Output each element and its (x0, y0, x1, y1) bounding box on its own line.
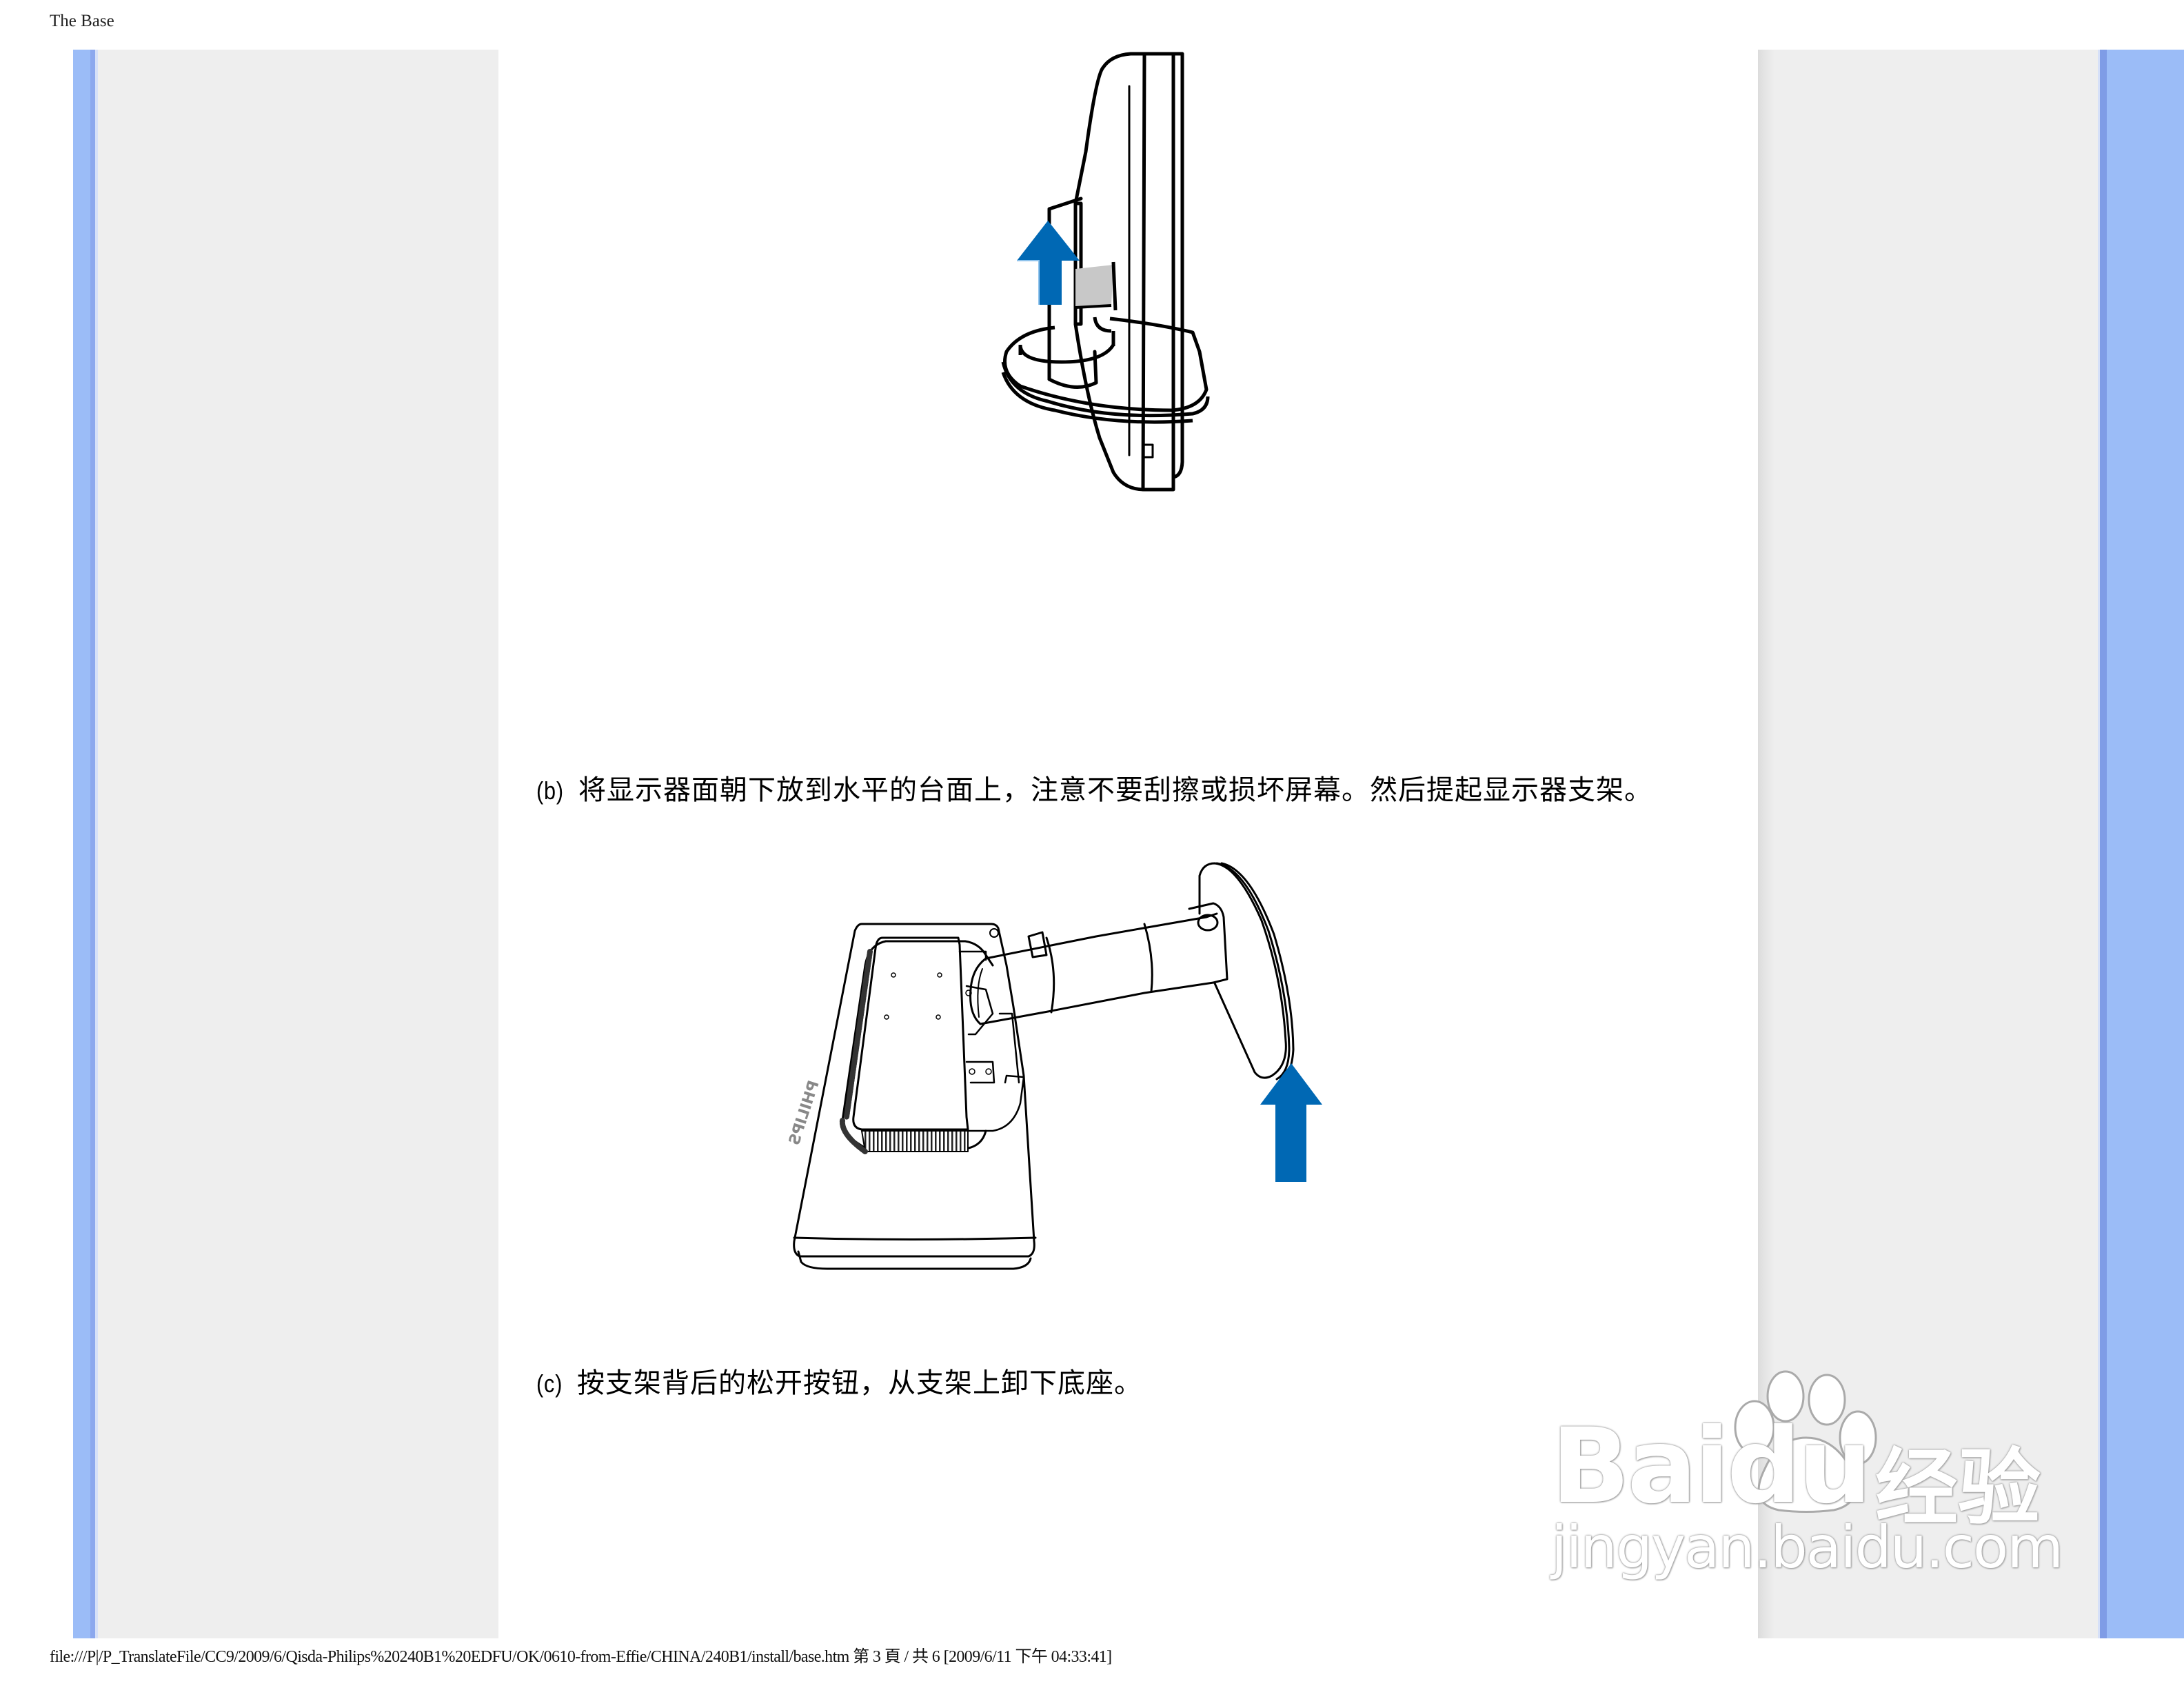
right-frame-bar-edge (2100, 50, 2107, 1638)
step-b-text: 将显示器面朝下放到水平的台面上，注意不要刮擦或损坏屏幕。然后提起显示器支架。 (578, 774, 1652, 806)
watermark-brand: Baidu (1551, 1407, 1872, 1527)
step-c-caption: (c) 按支架背后的松开按钮，从支架上卸下底座。 (536, 1365, 1142, 1402)
monitor-side-view-illustration (1001, 52, 1210, 492)
left-sidebar (98, 50, 498, 1638)
left-frame-bar-highlight (95, 50, 98, 1638)
right-frame-bar-highlight (2098, 50, 2100, 1638)
baidu-paw-icon (1734, 1370, 1877, 1513)
step-c-label: (c) (536, 1369, 563, 1398)
up-arrow-icon (1260, 1063, 1322, 1182)
page-header-title: The Base (50, 12, 114, 30)
left-frame-bar-edge (90, 50, 95, 1638)
figure-monitor-side-view (993, 48, 1255, 738)
watermark-brand-suffix: 经验 (1875, 1440, 2041, 1536)
monitor-face-down-illustration: PHILIPS (786, 862, 1322, 1270)
footer-file-path: file:///P|/P_TranslateFile/CC9/2009/6/Qi… (50, 1648, 849, 1666)
figure-monitor-face-down: PHILIPS (786, 855, 1462, 1310)
philips-logo-text: PHILIPS (786, 1078, 823, 1147)
right-frame-bar (2107, 50, 2184, 1638)
footer-page-info: 第 3 頁 / 共 6 (853, 1648, 940, 1666)
right-sidebar (1758, 50, 2098, 1638)
step-b-caption: (b) 将显示器面朝下放到水平的台面上，注意不要刮擦或损坏屏幕。然后提起显示器支架… (536, 772, 1652, 809)
footer-timestamp: [2009/6/11 下午 04:33:41] (943, 1648, 1113, 1666)
page-footer: file:///P|/P_TranslateFile/CC9/2009/6/Qi… (50, 1645, 1112, 1669)
step-c-text: 按支架背后的松开按钮，从支架上卸下底座。 (576, 1367, 1142, 1399)
baidu-jingyan-watermark: Baidu 经验 jingyan.baidu.com (1551, 1365, 2063, 1600)
step-b-label: (b) (536, 776, 564, 805)
watermark-url: jingyan.baidu.com (1551, 1514, 2063, 1581)
